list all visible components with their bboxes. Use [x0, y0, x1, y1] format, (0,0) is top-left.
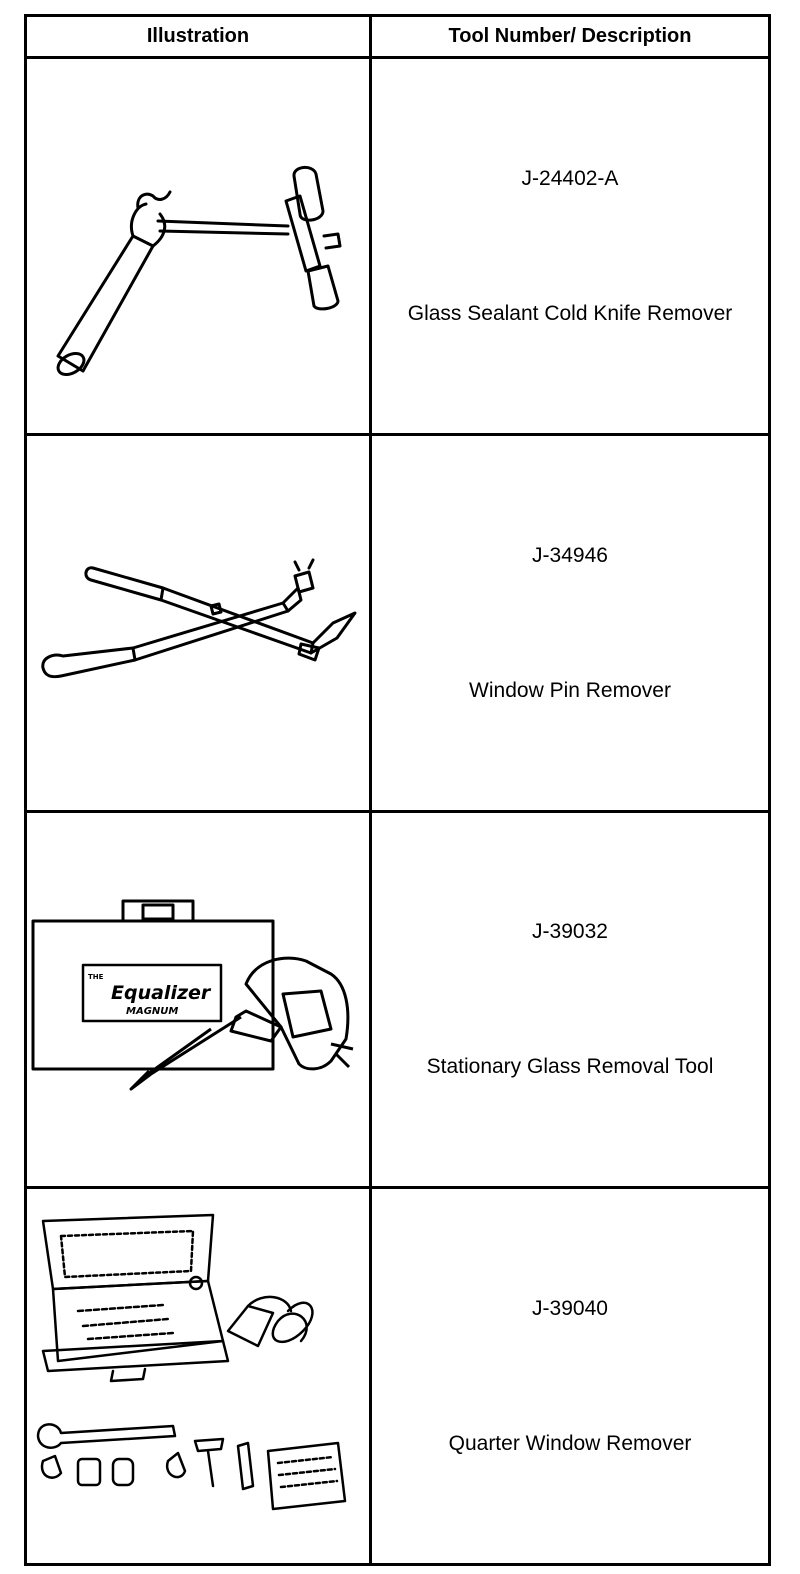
cold-knife-remover-icon: [56, 166, 342, 377]
table-header-row: Illustration Tool Number/ Description: [24, 13, 771, 60]
brand-name: Equalizer: [111, 982, 212, 1004]
tool-description: Window Pin Remover: [469, 678, 671, 702]
quarter-window-remover-kit-icon: [36, 1213, 347, 1511]
table-row: THE Equalizer MAGNUM J-39032 Stationary …: [24, 809, 771, 1190]
brand-sub: MAGNUM: [126, 1006, 178, 1017]
equalizer-magnum-kit-icon: THE Equalizer MAGNUM: [31, 899, 353, 1091]
tool-description: Quarter Window Remover: [448, 1432, 692, 1456]
illustration-cell: [24, 1186, 372, 1566]
tool-number: J-34946: [532, 543, 608, 567]
tool-number: J-24402-A: [521, 166, 619, 190]
table-row: J-24402-A Glass Sealant Cold Knife Remov…: [24, 56, 771, 436]
illustration-cell: [24, 56, 372, 436]
tool-table: Illustration Tool Number/ Description: [24, 13, 771, 1566]
brand-small: THE: [88, 973, 104, 981]
illustration-cell: [24, 432, 372, 813]
table-row: J-34946 Window Pin Remover: [24, 432, 771, 813]
description-cell: J-34946 Window Pin Remover: [369, 432, 771, 813]
tool-number: J-39032: [532, 920, 608, 944]
header-illustration: Illustration: [24, 13, 372, 60]
header-tool-number-description: Tool Number/ Description: [369, 13, 771, 60]
window-pin-remover-icon: [41, 558, 357, 678]
description-cell: J-39040 Quarter Window Remover: [369, 1186, 771, 1566]
description-cell: J-39032 Stationary Glass Removal Tool: [369, 809, 771, 1190]
description-cell: J-24402-A Glass Sealant Cold Knife Remov…: [369, 56, 771, 436]
tool-description: Glass Sealant Cold Knife Remover: [407, 302, 733, 326]
tool-number: J-39040: [532, 1296, 608, 1320]
table-row: J-39040 Quarter Window Remover: [24, 1186, 771, 1566]
tool-description: Stationary Glass Removal Tool: [426, 1055, 714, 1079]
illustration-cell: THE Equalizer MAGNUM: [24, 809, 372, 1190]
